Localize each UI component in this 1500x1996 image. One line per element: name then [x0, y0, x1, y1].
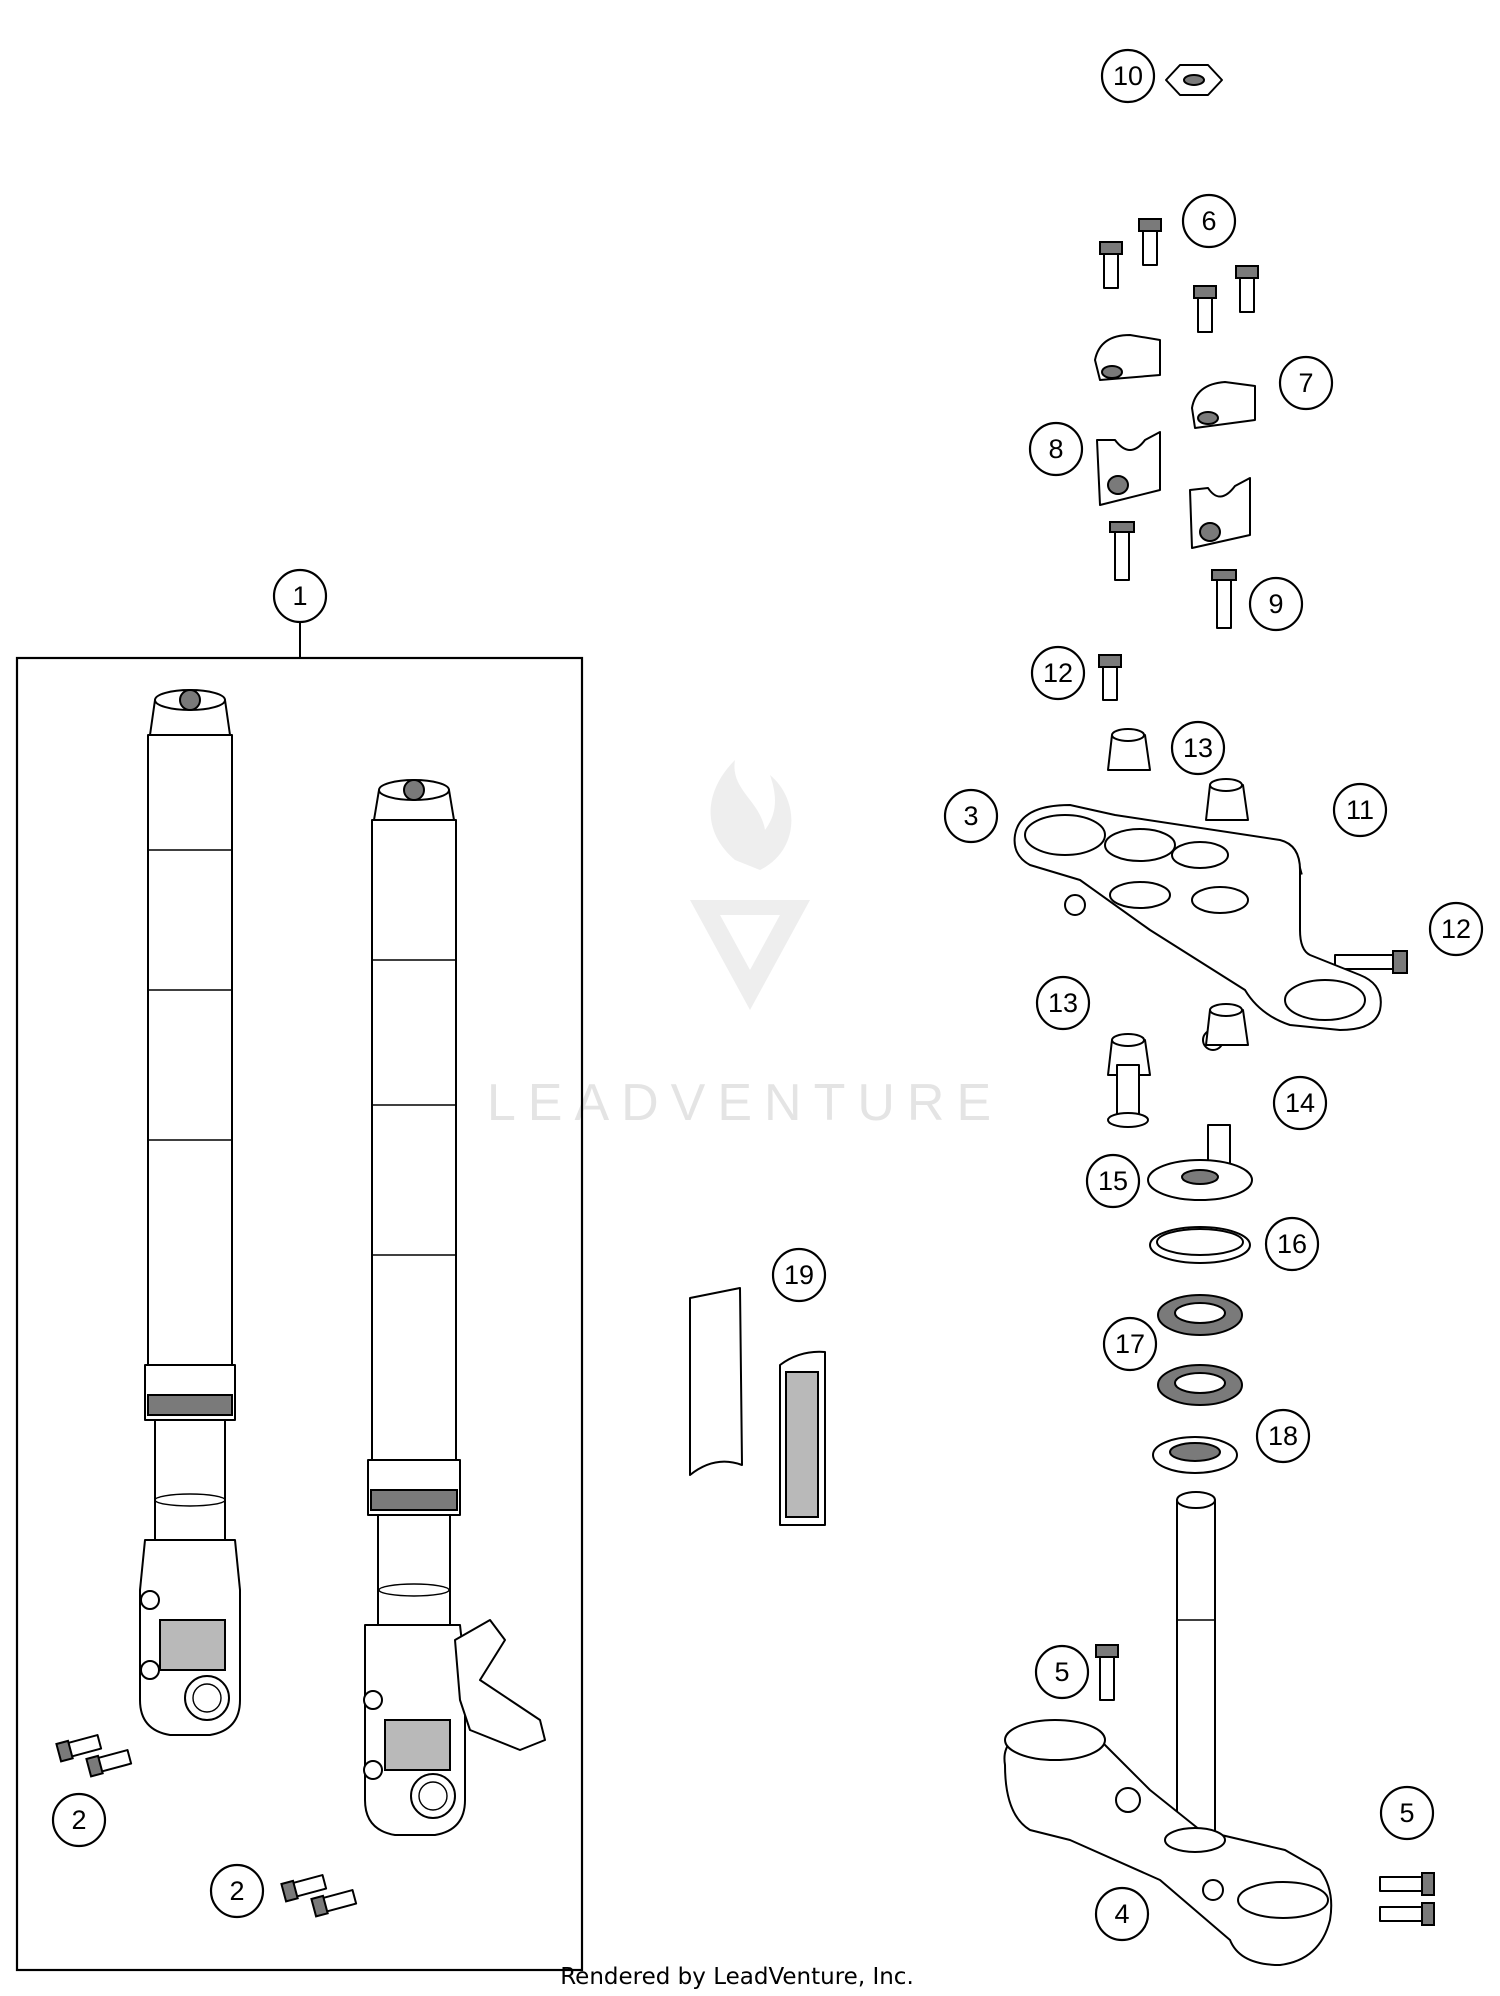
callout-12-upper: 12	[1030, 645, 1086, 701]
svg-text:4: 4	[1114, 1899, 1129, 1929]
svg-text:1: 1	[292, 581, 307, 611]
callout-10: 10	[1100, 48, 1156, 104]
lower-seal	[1152, 1436, 1238, 1474]
watermark-text: LEADVENTURE	[487, 1074, 1003, 1132]
svg-text:2: 2	[71, 1805, 86, 1835]
callout-17: 17	[1102, 1316, 1158, 1372]
svg-text:5: 5	[1399, 1798, 1414, 1828]
rendered-by-credit: Rendered by LeadVenture, Inc.	[560, 1964, 914, 1990]
callout-7: 7	[1278, 355, 1334, 411]
callout-16: 16	[1264, 1216, 1320, 1272]
svg-text:13: 13	[1183, 733, 1213, 763]
svg-text:15: 15	[1098, 1166, 1128, 1196]
watermark: LEADVENTURE	[487, 760, 1003, 1132]
callout-14: 14	[1272, 1075, 1328, 1131]
handlebar-clamp-lower-bolts	[1109, 521, 1237, 629]
callout-11: 11	[1332, 782, 1388, 838]
svg-text:18: 18	[1268, 1421, 1298, 1451]
callout-2-right: 2	[209, 1863, 265, 1919]
svg-text:13: 13	[1048, 988, 1078, 1018]
callout-4: 4	[1094, 1886, 1150, 1942]
fork-bolts-right	[280, 1874, 358, 1918]
svg-text:3: 3	[963, 801, 978, 831]
dust-seal	[1147, 1159, 1253, 1201]
lower-triple-clamp	[1003, 1491, 1333, 1966]
fork-protectors	[689, 1287, 826, 1526]
svg-text:7: 7	[1298, 368, 1313, 398]
fork-bolts-left	[55, 1734, 133, 1778]
svg-text:10: 10	[1113, 61, 1143, 91]
callout-6: 6	[1181, 193, 1237, 249]
svg-text:11: 11	[1346, 795, 1374, 825]
callout-13-lower: 13	[1035, 975, 1091, 1031]
damping-bushings-upper	[1107, 728, 1249, 821]
svg-text:12: 12	[1043, 658, 1073, 688]
svg-text:17: 17	[1115, 1329, 1145, 1359]
triple-clamp-bolt-upper	[1098, 654, 1122, 701]
lower-clamp-bolts	[1095, 1644, 1435, 1926]
handlebar-clamp-bolts	[1099, 218, 1259, 333]
steering-bearings	[1157, 1294, 1243, 1406]
svg-text:6: 6	[1201, 206, 1216, 236]
svg-text:5: 5	[1054, 1657, 1069, 1687]
svg-text:14: 14	[1285, 1088, 1315, 1118]
callout-19: 19	[771, 1247, 827, 1303]
callout-1: 1	[272, 568, 328, 624]
svg-text:2: 2	[229, 1876, 244, 1906]
handlebar-clamps-lower	[1096, 431, 1251, 549]
svg-text:19: 19	[784, 1260, 814, 1290]
svg-text:16: 16	[1277, 1229, 1307, 1259]
fork-leg-left	[139, 689, 241, 1736]
handlebar-clamps-upper	[1094, 334, 1256, 429]
svg-text:12: 12	[1441, 914, 1471, 944]
callout-15: 15	[1085, 1153, 1141, 1209]
callout-13-upper: 13	[1170, 720, 1226, 776]
callout-2-left: 2	[51, 1792, 107, 1848]
steering-stem-nut	[1165, 64, 1223, 96]
callout-3: 3	[943, 788, 999, 844]
triple-clamp-bolt-right	[1334, 950, 1408, 974]
callout-12-right: 12	[1428, 901, 1484, 957]
svg-text:9: 9	[1268, 589, 1283, 619]
callout-5-upper: 5	[1034, 1644, 1090, 1700]
o-ring	[1149, 1226, 1251, 1264]
callout-8: 8	[1028, 421, 1084, 477]
callout-18: 18	[1255, 1408, 1311, 1464]
callout-9: 9	[1248, 576, 1304, 632]
svg-text:8: 8	[1048, 434, 1063, 464]
callout-5-lower: 5	[1379, 1785, 1435, 1841]
fork-leg-right	[363, 779, 546, 1836]
